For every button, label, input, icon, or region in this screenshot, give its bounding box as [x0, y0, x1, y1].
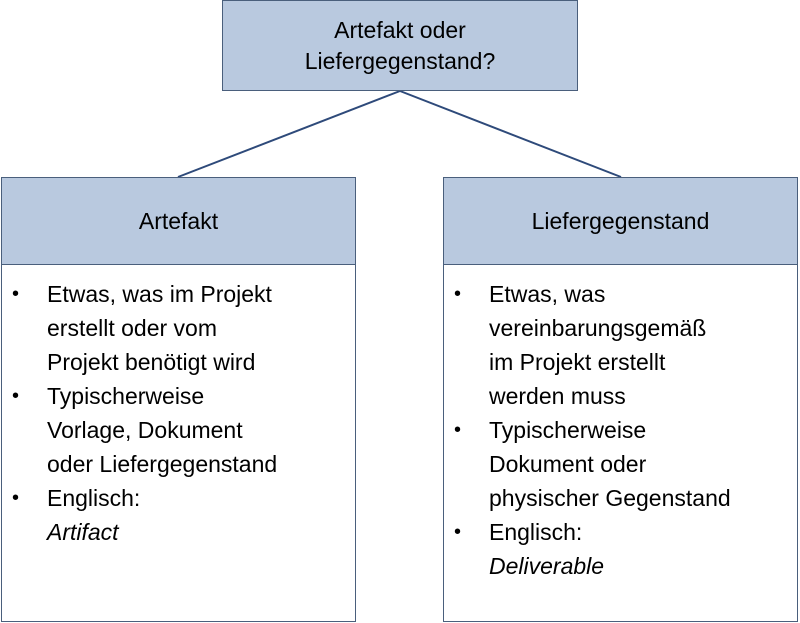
root-question-box: Artefakt oder Liefergegenstand? — [222, 0, 578, 91]
liefergegenstand-details-box: • Etwas, was vereinbarungsgemäß im Proje… — [443, 265, 798, 622]
bullet-icon: • — [454, 419, 462, 441]
english-term: Deliverable — [489, 553, 605, 579]
bullet-icon: • — [12, 385, 20, 407]
item-line: oder Liefergegenstand — [47, 451, 278, 477]
root-question-line-2: Liefergegenstand? — [304, 47, 496, 74]
artefakt-header-box: Artefakt — [1, 177, 356, 265]
liefergegenstand-header-box: Liefergegenstand — [443, 177, 798, 265]
item-line: Dokument oder — [489, 451, 647, 477]
item-line: Vorlage, Dokument — [47, 417, 243, 443]
item-line: Typischerweise — [489, 417, 647, 443]
item-line: Englisch: — [489, 519, 583, 545]
item-line: vereinbarungsgemäß — [489, 315, 707, 341]
list-item: • Englisch: Artifact — [2, 481, 355, 549]
bullet-icon: • — [12, 487, 20, 509]
list-item: • Typischerweise Dokument oder physische… — [444, 413, 797, 515]
item-line: Etwas, was — [489, 281, 606, 307]
list-item: • Etwas, was vereinbarungsgemäß im Proje… — [444, 277, 797, 413]
connector-left — [177, 90, 401, 178]
item-line: im Projekt erstellt — [489, 349, 666, 375]
artefakt-details-box: • Etwas, was im Projekt erstellt oder vo… — [1, 265, 356, 622]
artefakt-title: Artefakt — [138, 207, 219, 234]
item-line: werden muss — [489, 383, 626, 409]
liefergegenstand-title: Liefergegenstand — [531, 207, 710, 234]
bullet-icon: • — [454, 521, 462, 543]
list-item: • Etwas, was im Projekt erstellt oder vo… — [2, 277, 355, 379]
list-item: • Typischerweise Vorlage, Dokument oder … — [2, 379, 355, 481]
connector-right — [399, 90, 622, 178]
item-line: Projekt benötigt wird — [47, 349, 256, 375]
root-question-line-1: Artefakt oder — [334, 16, 466, 43]
item-line: Englisch: — [47, 485, 141, 511]
artefakt-bullet-list: • Etwas, was im Projekt erstellt oder vo… — [2, 265, 355, 549]
item-line: physischer Gegenstand — [489, 485, 731, 511]
item-line: Typischerweise — [47, 383, 205, 409]
bullet-icon: • — [454, 283, 462, 305]
bullet-icon: • — [12, 283, 20, 305]
item-line: Etwas, was im Projekt — [47, 281, 272, 307]
item-line: erstellt oder vom — [47, 315, 218, 341]
english-term: Artifact — [47, 519, 119, 545]
liefergegenstand-bullet-list: • Etwas, was vereinbarungsgemäß im Proje… — [444, 265, 797, 583]
list-item: • Englisch: Deliverable — [444, 515, 797, 583]
